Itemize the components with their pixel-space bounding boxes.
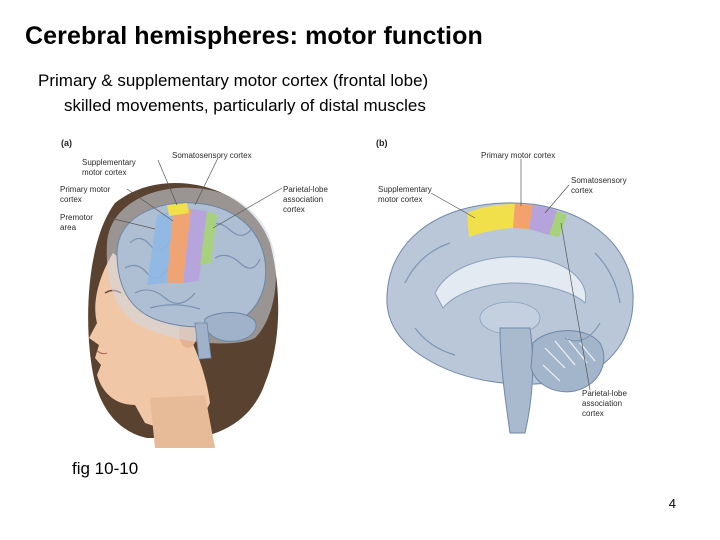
label-b-somatosensory-1: Somatosensory [571, 176, 627, 185]
slide-title: Cerebral hemispheres: motor function [25, 22, 483, 50]
brain-motor-cortex-figure: (a) Supplementary motor cortex Somatosen… [55, 133, 645, 453]
panel-a-tag: (a) [61, 138, 72, 148]
label-b-somatosensory-2: cortex [571, 186, 593, 195]
mouth-shape [96, 350, 108, 355]
cerebellum-lateral [204, 312, 257, 342]
label-b-parietal-2: association [582, 399, 622, 408]
supplementary-motor-cortex-region [167, 203, 189, 216]
label-b-primary: Primary motor cortex [481, 151, 555, 160]
primary-motor-cortex-region-medial [513, 204, 533, 229]
parietal-association-region [200, 211, 217, 265]
medial-sulci [404, 242, 621, 356]
panel-a: (a) Supplementary motor cortex Somatosen… [60, 138, 328, 448]
leader-line [194, 157, 219, 206]
cerebellum-folia [542, 337, 596, 382]
label-a-primary-1: Primary motor [60, 185, 111, 194]
brainstem-lateral [194, 322, 212, 360]
somatosensory-cortex-region [183, 209, 207, 283]
page-number: 4 [668, 496, 676, 511]
leader-line [109, 217, 156, 230]
parietal-association-region-medial [549, 211, 567, 237]
label-a-parietal-2: association [283, 195, 323, 204]
cerebellum-medial [530, 330, 605, 393]
leader-line [212, 187, 283, 229]
leader-line [544, 184, 570, 214]
brainstem-medial [499, 327, 534, 434]
corpus-callosum [434, 256, 587, 309]
label-b-parietal-1: Parietal-lobe [582, 389, 627, 398]
leader-line [430, 192, 476, 219]
panel-b: (b) Primary motor cortex Supplementary m… [376, 138, 634, 434]
leader-line [157, 159, 178, 206]
label-b-supplementary-1: Supplementary [378, 185, 432, 194]
bullet-primary-motor-cortex: Primary & supplementary motor cortex (fr… [38, 71, 429, 90]
label-a-parietal-3: cortex [283, 205, 305, 214]
label-a-supplementary-2: motor cortex [82, 168, 126, 177]
label-a-supplementary-1: Supplementary [82, 158, 136, 167]
label-a-parietal-1: Parietal-lobe [283, 185, 328, 194]
leader-line [560, 222, 591, 391]
premotor-area-region [147, 211, 173, 285]
somatosensory-cortex-region-medial [529, 205, 557, 235]
supplementary-motor-cortex-region-medial [467, 204, 515, 237]
panel-b-tag: (b) [376, 138, 388, 148]
label-b-parietal-3: cortex [582, 409, 604, 418]
leader-line [126, 188, 174, 222]
bullet-skilled-movements: skilled movements, particularly of dista… [64, 96, 426, 115]
label-a-premotor-2: area [60, 223, 77, 232]
label-a-primary-2: cortex [60, 195, 82, 204]
figure-caption: fig 10-10 [72, 459, 139, 478]
label-a-somatosensory: Somatosensory cortex [172, 151, 252, 160]
neck-shape [150, 395, 215, 448]
label-b-supplementary-2: motor cortex [378, 195, 422, 204]
label-a-premotor-1: Premotor [60, 213, 93, 222]
